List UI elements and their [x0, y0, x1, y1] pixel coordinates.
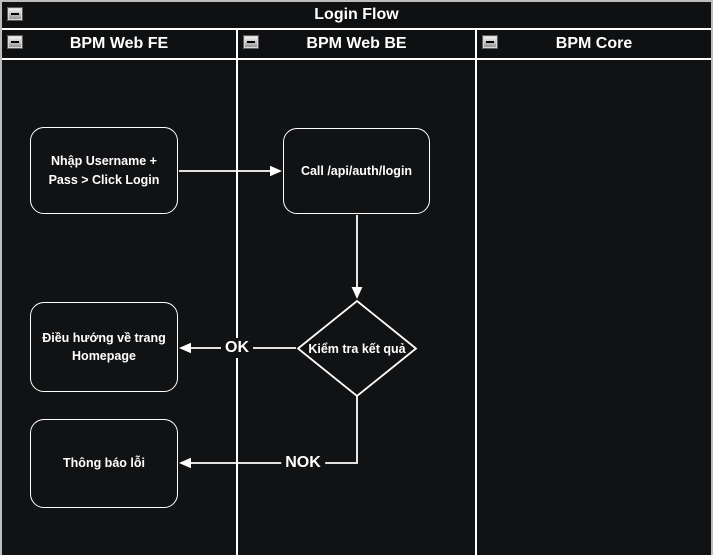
collapse-pool-icon[interactable] [7, 7, 23, 21]
lane-header-label: BPM Web FE [69, 35, 169, 52]
pool-border-right [711, 0, 713, 555]
pool-title-bar[interactable]: Login Flow [2, 2, 711, 30]
lane-header-row: BPM Web FE BPM Web BE BPM Core [2, 30, 711, 60]
lane-header-label: BPM Core [555, 35, 633, 52]
collapse-lane-be-icon[interactable] [243, 35, 259, 49]
pool-title: Login Flow [314, 6, 399, 23]
collapse-lane-fe-icon[interactable] [7, 35, 23, 49]
lane-body-bpm-core [477, 60, 711, 555]
lane-header-bpm-core[interactable]: BPM Core [477, 30, 711, 58]
edge-label-nok[interactable]: NOK [281, 453, 325, 473]
lane-header-bpm-web-fe[interactable]: BPM Web FE [2, 30, 238, 58]
node-input-credentials[interactable]: Nhập Username + Pass > Click Login [30, 127, 178, 214]
edge-decision-nok-to-error[interactable] [179, 396, 358, 469]
minus-glyph [11, 13, 19, 15]
lane-header-label: BPM Web BE [306, 35, 407, 52]
edge-input-to-callapi[interactable] [179, 165, 282, 177]
node-check-result-label[interactable]: Kiểm tra kết quả [308, 341, 406, 356]
node-check-result-shape[interactable] [296, 299, 418, 398]
minus-glyph [11, 41, 19, 43]
collapse-lane-core-icon[interactable] [482, 35, 498, 49]
node-call-api[interactable]: Call /api/auth/login [283, 128, 430, 214]
node-show-error[interactable]: Thông báo lỗi [30, 419, 178, 508]
minus-glyph [247, 41, 255, 43]
minus-glyph [486, 41, 494, 43]
lane-header-bpm-web-be[interactable]: BPM Web BE [238, 30, 477, 58]
node-redirect-homepage[interactable]: Điều hướng về trang Homepage [30, 302, 178, 392]
edge-callapi-to-decision[interactable] [351, 215, 363, 299]
edge-label-ok[interactable]: OK [221, 338, 253, 358]
pool-border-top [0, 0, 713, 2]
pool-border-left [0, 0, 2, 555]
